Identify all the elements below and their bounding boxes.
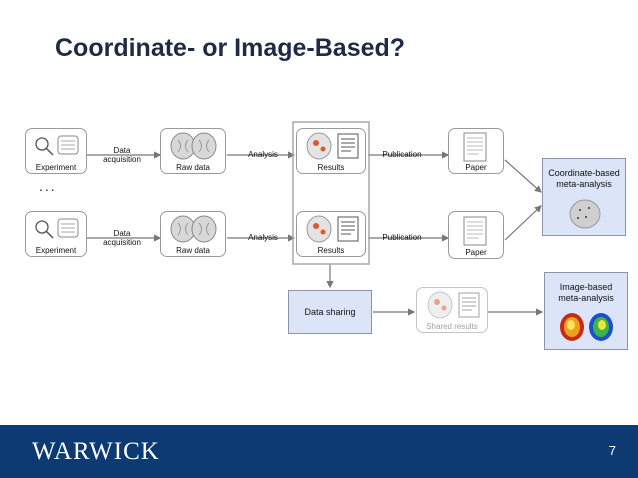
analysis-label: Analysis	[248, 233, 278, 242]
paper-label: Paper	[465, 163, 487, 172]
results-box-1: Results	[296, 128, 366, 174]
results-box-2: Results	[296, 211, 366, 257]
raw-data-box-2: Raw data	[160, 211, 226, 257]
paper-box-1: Paper	[448, 128, 504, 174]
page-number: 7	[608, 443, 616, 458]
experiment-box-2: Experiment	[25, 211, 87, 257]
paper-label: Paper	[465, 248, 487, 257]
ellipsis: ...	[39, 178, 57, 194]
coordinate-meta-analysis-label: Coordinate-based meta-analysis	[548, 168, 620, 189]
raw-data-label: Raw data	[176, 246, 210, 255]
activation-map-icon	[306, 215, 359, 243]
data-acquisition-label: Data acquisition	[103, 229, 141, 247]
coordinate-meta-analysis-box: Coordinate-based meta-analysis	[542, 158, 626, 236]
raw-data-label: Raw data	[176, 163, 210, 172]
experiment-box-1: Experiment	[25, 128, 87, 174]
experiment-label: Experiment	[35, 246, 77, 255]
image-meta-analysis-label: Image-based meta-analysis	[558, 282, 614, 303]
results-label: Results	[317, 163, 345, 172]
raw-data-box-1: Raw data	[160, 128, 226, 174]
scientist-icon	[35, 135, 79, 156]
warwick-logo: WARWICK	[32, 438, 160, 465]
analysis-label: Analysis	[248, 150, 278, 159]
brain-scan-icon	[170, 215, 217, 243]
activation-map-icon	[306, 132, 359, 160]
brain-coordinates-icon	[569, 199, 601, 229]
results-label: Results	[317, 246, 345, 255]
paper-icon	[463, 132, 487, 162]
brain-heatmap-icon	[560, 313, 613, 341]
brain-scan-icon	[170, 132, 217, 160]
footer-bar	[0, 425, 638, 478]
paper-icon	[463, 216, 487, 246]
experiment-label: Experiment	[35, 163, 77, 172]
scientist-icon	[35, 218, 79, 239]
data-sharing-box: Data sharing	[288, 290, 372, 334]
shared-results-box: Shared results	[416, 287, 488, 333]
shared-results-label: Shared results	[426, 322, 478, 331]
publication-label: Publication	[382, 150, 422, 159]
flow-arrows	[86, 121, 544, 316]
publication-label: Publication	[382, 233, 422, 242]
shared-activation-map-icon	[427, 291, 480, 319]
image-meta-analysis-box: Image-based meta-analysis	[544, 272, 628, 350]
data-sharing-label: Data sharing	[304, 307, 356, 317]
paper-box-2: Paper	[448, 211, 504, 259]
slide-title: Coordinate- or Image-Based?	[55, 34, 406, 62]
data-acquisition-label: Data acquisition	[103, 146, 141, 164]
